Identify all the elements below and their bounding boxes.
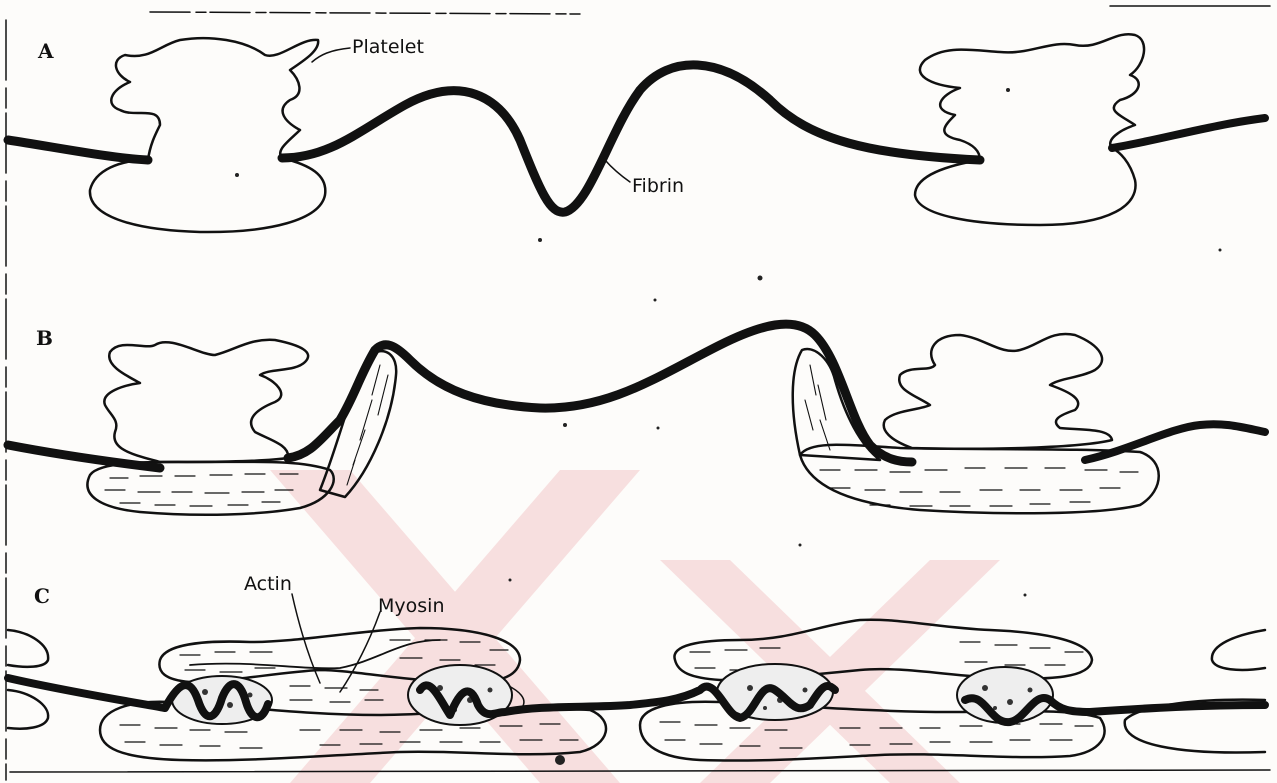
platelet-a-left bbox=[90, 38, 325, 232]
leader-platelet bbox=[312, 48, 350, 62]
panel-c-letter: C bbox=[34, 584, 50, 608]
panel-a: A Platelet Fibrin bbox=[8, 34, 1265, 232]
platelet-a-right bbox=[915, 34, 1144, 225]
platelet-b-left-striations bbox=[105, 474, 298, 506]
specks bbox=[235, 88, 1222, 765]
leader-myosin bbox=[340, 612, 380, 692]
platelet-b-right bbox=[884, 334, 1112, 449]
panel-b-letter: B bbox=[36, 326, 53, 350]
platelet-b-left bbox=[104, 340, 308, 462]
label-myosin: Myosin bbox=[378, 595, 444, 617]
panel-c: C bbox=[8, 573, 1265, 761]
panel-a-letter: A bbox=[37, 39, 54, 63]
fibrin-strand-a-right bbox=[1112, 118, 1265, 148]
platelet-b-right-striations bbox=[820, 468, 1138, 506]
platelet-c-edge-right-top bbox=[1212, 630, 1265, 670]
fibrin-strand-b-right bbox=[1085, 424, 1265, 460]
pseudopod-b-right-striations bbox=[805, 365, 830, 450]
label-platelet: Platelet bbox=[352, 36, 424, 58]
platelet-c-edge-left-bottom bbox=[8, 690, 48, 729]
label-actin: Actin bbox=[244, 573, 292, 595]
leader-fibrin bbox=[605, 160, 630, 182]
panel-b: B bbox=[8, 324, 1265, 515]
label-fibrin: Fibrin bbox=[632, 175, 684, 197]
platelet-c-edge-left-top bbox=[8, 630, 48, 667]
myosin-blobs bbox=[172, 664, 1053, 725]
watermark bbox=[270, 470, 1000, 783]
